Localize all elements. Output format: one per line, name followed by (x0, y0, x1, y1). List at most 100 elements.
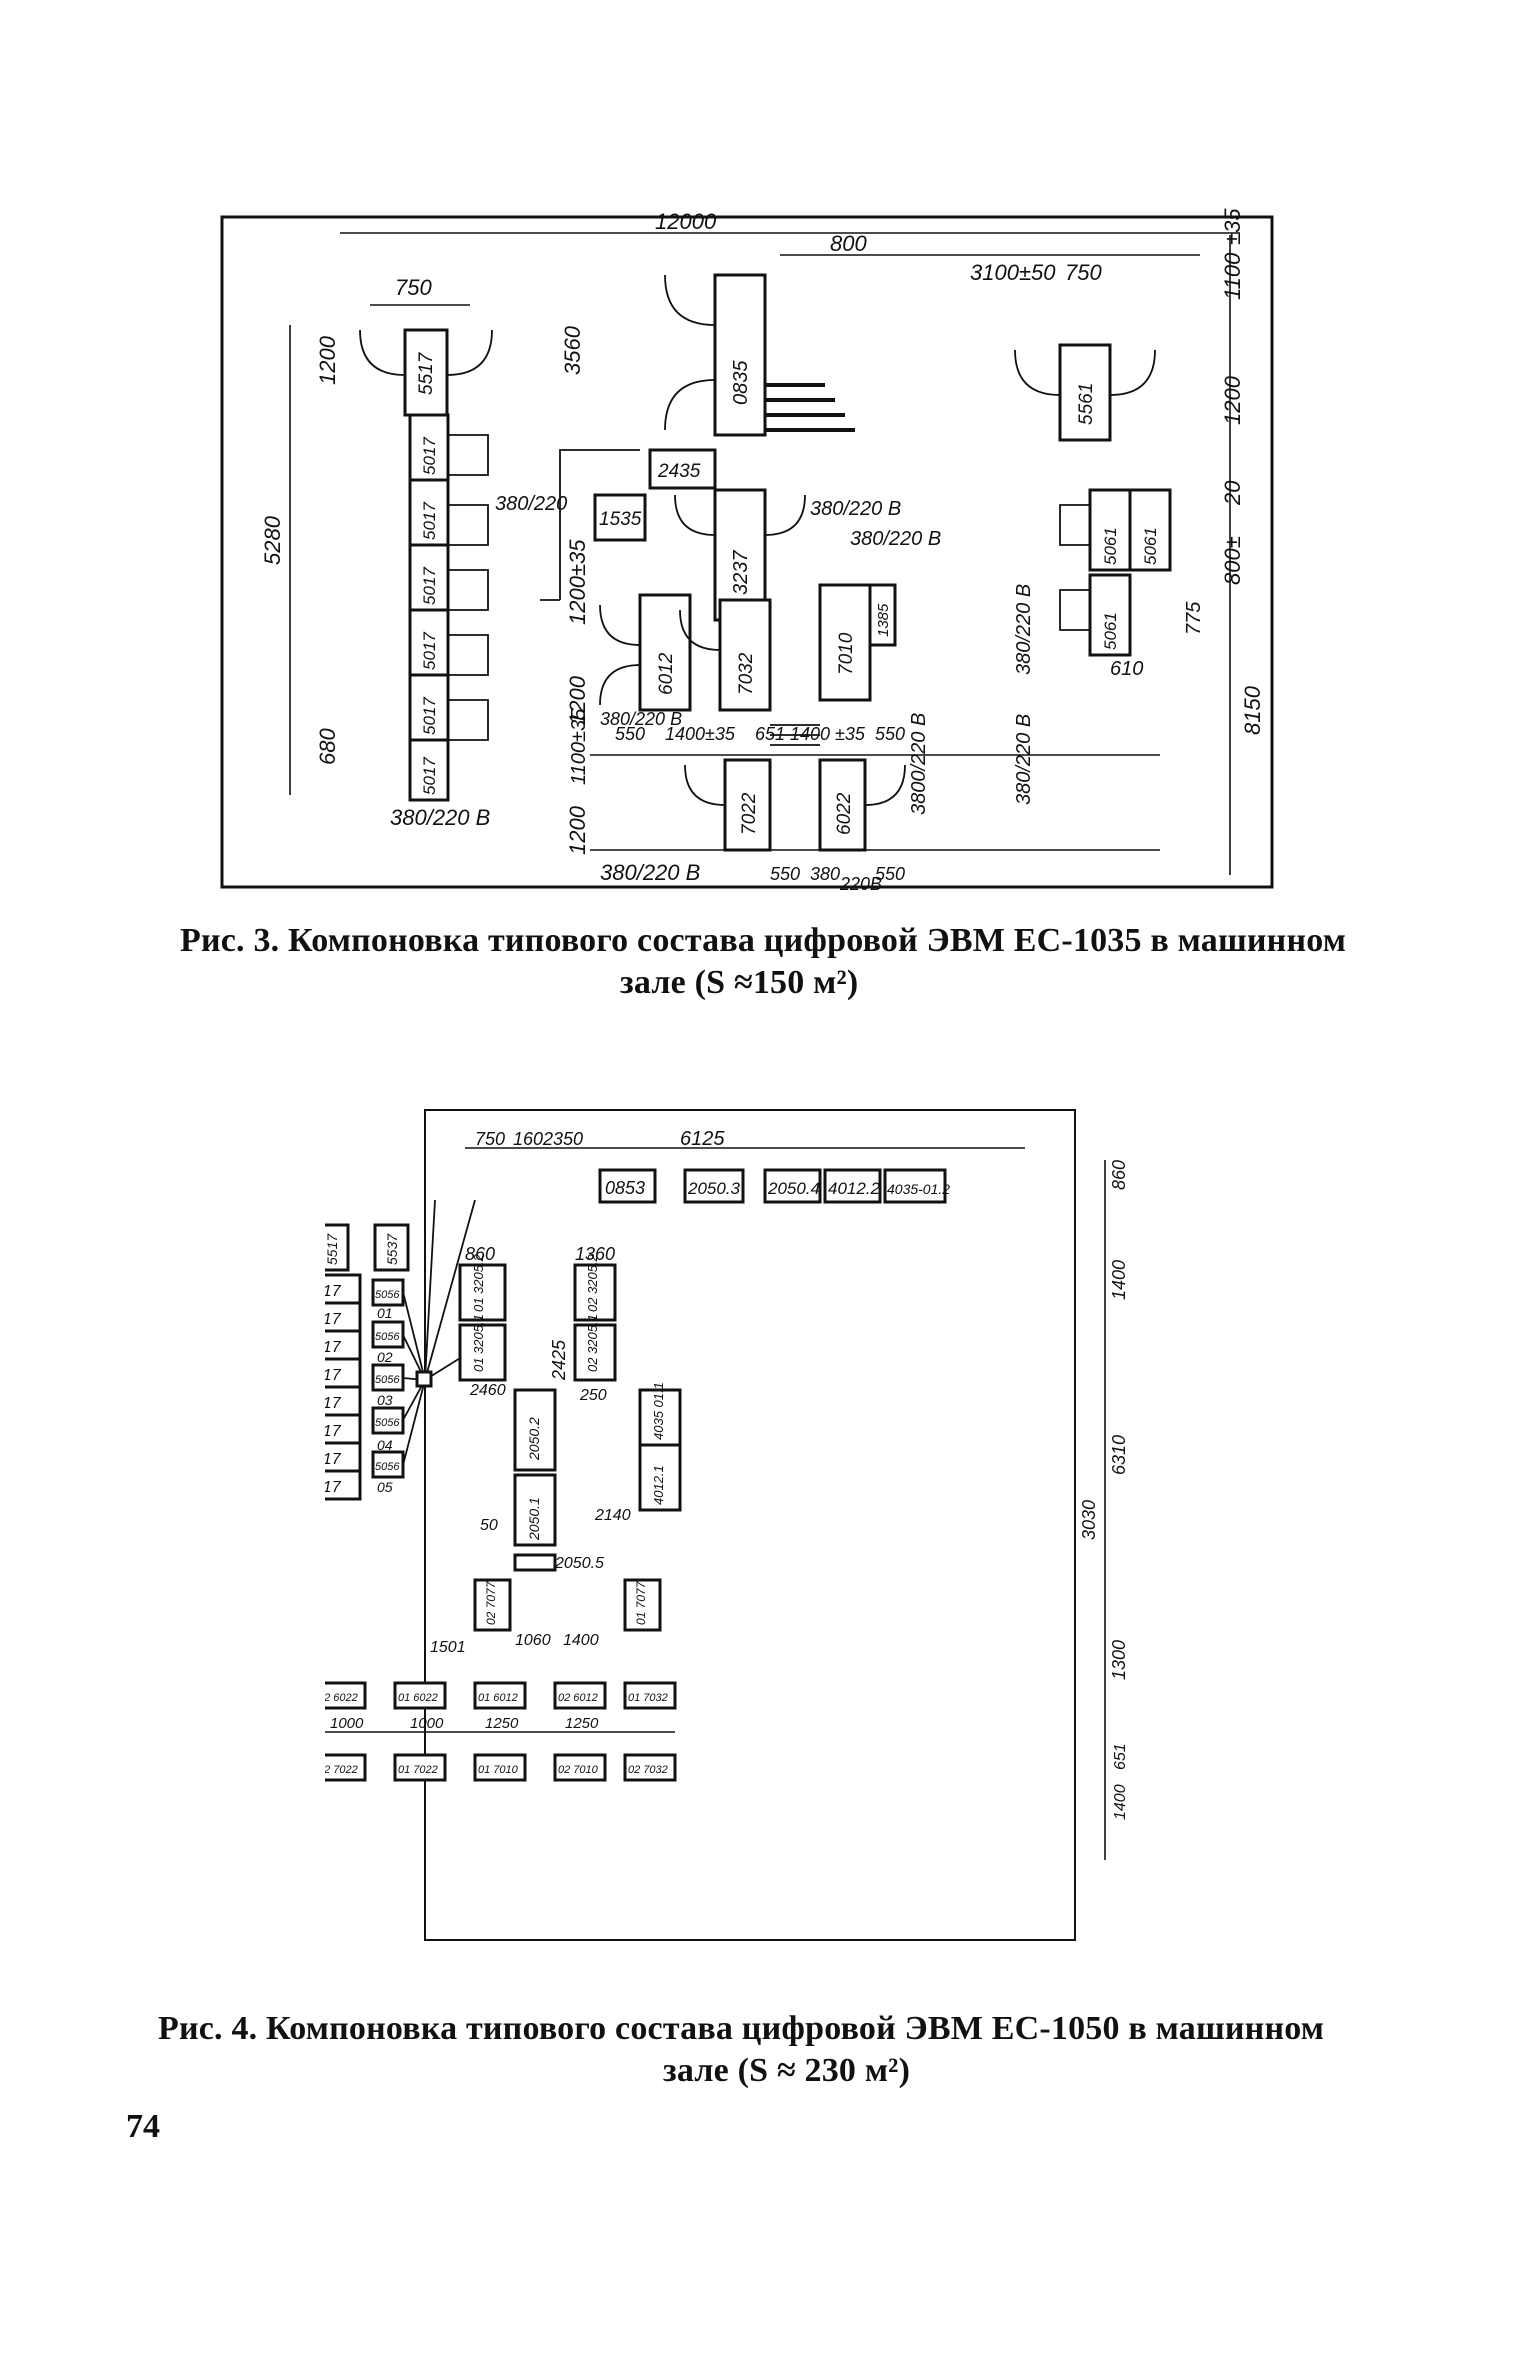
unit-02-7022 (325, 1753, 367, 1782)
figure-4-diagram: 750 160 2350 6125 0853 2050.3 2050.4 401… (325, 1100, 1185, 1950)
unit-group-center: 0835 2435 1535 3237 (540, 273, 855, 622)
unit-5017-6 (408, 738, 450, 802)
svg-text:5017: 5017 (325, 1339, 342, 1356)
unit-7032 (718, 598, 772, 712)
svg-text:160: 160 (513, 1129, 543, 1149)
svg-text:01: 01 (377, 1305, 393, 1321)
svg-text:380/220: 380/220 (495, 493, 567, 515)
svg-text:6022: 6022 (834, 792, 855, 835)
svg-text:1250: 1250 (565, 1715, 599, 1732)
svg-text:5061: 5061 (1101, 612, 1120, 650)
unit-01-6012 (473, 1681, 527, 1710)
svg-text:02 3205.2: 02 3205.2 (585, 1253, 600, 1312)
svg-text:3100±50: 3100±50 (970, 260, 1056, 285)
svg-text:5017: 5017 (325, 1395, 342, 1412)
svg-text:5017: 5017 (420, 632, 439, 670)
svg-text:2425: 2425 (549, 1339, 569, 1381)
svg-text:5056: 5056 (375, 1461, 400, 1473)
svg-text:3560: 3560 (560, 325, 585, 375)
unit-01-7022 (393, 1753, 447, 1782)
unit-5056-4 (371, 1406, 405, 1435)
dim-12000: 12000 (655, 209, 717, 234)
unit-5561 (1058, 343, 1112, 442)
svg-text:2460: 2460 (469, 1382, 506, 1399)
svg-text:4035-01.2: 4035-01.2 (887, 1181, 950, 1197)
svg-text:1200: 1200 (1220, 375, 1245, 425)
svg-text:02 6012: 02 6012 (558, 1692, 598, 1704)
svg-text:2435: 2435 (657, 461, 701, 482)
svg-text:5056: 5056 (375, 1374, 400, 1386)
svg-text:5061: 5061 (1101, 527, 1120, 565)
unit-4012-2 (823, 1168, 882, 1204)
svg-text:1000: 1000 (330, 1715, 364, 1732)
svg-text:6125: 6125 (680, 1128, 725, 1150)
unit-4012-1 (638, 1443, 682, 1512)
unit-group-left: 5517 5017 5017 5017 5017 5017 5017 (359, 328, 493, 802)
svg-text:02 3205.1: 02 3205.1 (585, 1314, 600, 1372)
svg-text:5017: 5017 (420, 697, 439, 735)
unit-5017-5 (325, 1385, 362, 1417)
svg-text:1200: 1200 (315, 335, 340, 385)
unit-2050-1 (513, 1473, 557, 1547)
svg-text:1200: 1200 (565, 675, 590, 725)
unit-group-center: 01 3205.2 01 3205.1 02 3205.2 02 3205.1 … (458, 1253, 682, 1547)
svg-text:1535: 1535 (599, 509, 642, 530)
svg-text:380/220 В: 380/220 В (600, 709, 682, 729)
svg-text:1200±35: 1200±35 (565, 539, 590, 625)
unit-01-7077 (623, 1578, 662, 1632)
svg-text:5017: 5017 (420, 567, 439, 605)
unit-5017-7 (325, 1441, 362, 1473)
unit-02-7010 (553, 1753, 607, 1782)
svg-text:380/220 В: 380/220 В (600, 860, 700, 885)
unit-row-bottom-1: 02 6022 01 6022 01 6012 02 6012 01 7032 (325, 1681, 677, 1710)
svg-text:380/220 В: 380/220 В (850, 528, 941, 550)
unit-5056-3 (371, 1363, 405, 1392)
svg-text:2350: 2350 (542, 1129, 583, 1149)
svg-text:651: 651 (755, 724, 785, 744)
svg-text:4035 01.1: 4035 01.1 (651, 1382, 666, 1440)
unit-5061-3 (1088, 573, 1132, 657)
unit-5056-2 (371, 1320, 405, 1349)
unit-02-3205-2 (573, 1263, 617, 1322)
svg-text:1400: 1400 (563, 1632, 599, 1649)
unit-5017-1 (408, 413, 450, 482)
svg-text:5517: 5517 (416, 351, 437, 395)
svg-text:5017: 5017 (420, 502, 439, 540)
svg-text:550: 550 (875, 864, 905, 884)
page-number: 74 (126, 2108, 160, 2145)
svg-text:5017: 5017 (325, 1479, 342, 1496)
svg-text:7010: 7010 (836, 632, 857, 675)
svg-text:4012.1: 4012.1 (651, 1465, 666, 1505)
svg-text:1385: 1385 (875, 603, 892, 637)
unit-01-7010 (473, 1753, 527, 1782)
svg-text:01 3205.1: 01 3205.1 (471, 1314, 486, 1372)
unit-2050-3 (683, 1168, 745, 1204)
svg-text:2050.1: 2050.1 (526, 1497, 542, 1541)
svg-text:550: 550 (875, 724, 905, 744)
svg-text:220В: 220В (839, 874, 882, 894)
svg-text:02 7010: 02 7010 (558, 1764, 599, 1776)
unit-5017-3 (325, 1329, 362, 1361)
unit-2435 (648, 448, 717, 490)
unit-row-bottom-2: 02 7022 01 7022 01 7010 02 7010 02 7032 (325, 1753, 677, 1782)
svg-text:610: 610 (1110, 658, 1143, 680)
figure-3-diagram: 12000 800 5517 5017 5017 5017 5017 5017 … (210, 205, 1290, 905)
svg-text:750: 750 (395, 275, 432, 300)
figure-4-caption: Рис. 4. Компоновка типового состава цифр… (158, 2010, 1325, 2089)
svg-text:800: 800 (830, 231, 867, 256)
svg-text:775: 775 (1183, 601, 1205, 635)
unit-5056-5 (371, 1450, 405, 1479)
svg-text:1200: 1200 (565, 805, 590, 855)
unit-02-6022 (325, 1681, 367, 1710)
unit-0835 (713, 273, 767, 437)
svg-text:05: 05 (377, 1479, 393, 1495)
svg-text:±35: ±35 (1220, 208, 1245, 245)
svg-text:1250: 1250 (485, 1715, 519, 1732)
svg-text:02 7032: 02 7032 (628, 1764, 668, 1776)
unit-01-3205-2 (458, 1263, 507, 1322)
unit-02-7032 (623, 1753, 677, 1782)
svg-text:5537: 5537 (384, 1233, 400, 1265)
svg-text:8150: 8150 (1240, 685, 1265, 735)
svg-text:02 7022: 02 7022 (325, 1764, 358, 1776)
svg-text:50: 50 (480, 1517, 498, 1534)
